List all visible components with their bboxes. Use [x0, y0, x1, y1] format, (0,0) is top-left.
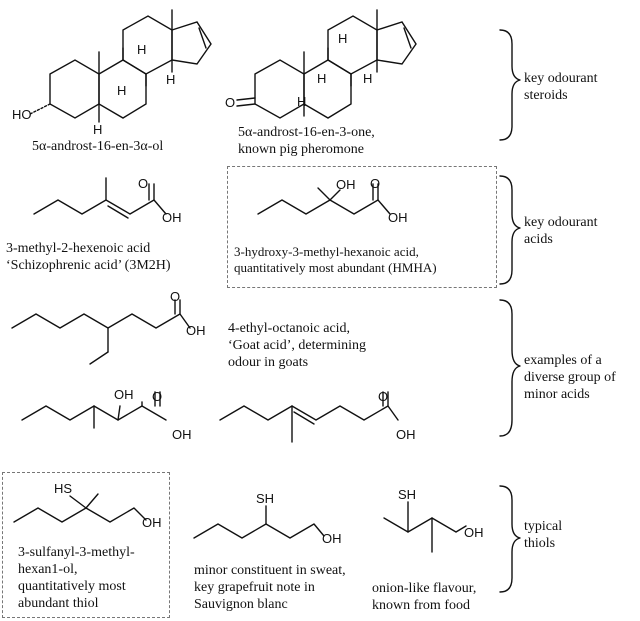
structure-thiol-grapefruit — [193, 505, 325, 539]
structure-hmha — [257, 183, 391, 215]
atom-oh-7: OH — [396, 427, 416, 442]
caption-thiol-onion: onion-like flavour, known from food — [372, 581, 477, 613]
atom-h-1d: H — [166, 72, 176, 87]
group-label-acids: key odourant acids — [524, 215, 598, 247]
atom-oh-10: OH — [464, 525, 484, 540]
atom-ho-1: HO — [12, 107, 32, 122]
atom-hs-8: HS — [54, 481, 73, 496]
atom-o-7: O — [378, 389, 389, 404]
atom-oh-4b: OH — [388, 210, 408, 225]
atom-oh-6a: OH — [114, 387, 134, 402]
caption-ethyl-octanoic: 4-ethyl-octanoic acid, ‘Goat acid’, dete… — [228, 321, 367, 370]
caption-androstenone: 5α-androst-16-en-3-one, known pig pherom… — [238, 125, 375, 157]
atom-oh-5: OH — [186, 323, 206, 338]
atom-h-2d: H — [363, 71, 373, 86]
atom-h-2b: H — [338, 31, 348, 46]
atom-oh-4a: OH — [336, 177, 356, 192]
group-label-thiols: typical thiols — [524, 519, 563, 551]
caption-androstenol: 5α-androst-16-en-3α-ol — [32, 139, 164, 154]
caption-hmha: 3-hydroxy-3-methyl-hexanoic acid, quanti… — [234, 244, 437, 275]
atom-o-4: O — [370, 176, 381, 191]
atom-sh-9: SH — [256, 491, 275, 506]
atom-o-2: O — [225, 95, 236, 110]
group-label-steroids: key odourant steroids — [524, 71, 598, 103]
braces — [499, 29, 521, 593]
atom-h-1b: H — [137, 42, 147, 57]
atom-h-2a: H — [297, 94, 307, 109]
caption-3m2h: 3-methyl-2-hexenoic acid ‘Schizophrenic … — [6, 241, 171, 273]
atom-o-3: O — [138, 176, 149, 191]
atom-oh-6b: OH — [172, 427, 192, 442]
structure-3m2h — [33, 177, 167, 219]
atom-o-6: O — [152, 389, 163, 404]
structure-androstenol — [29, 9, 212, 123]
caption-thiol-grapefruit: minor constituent in sweat, key grapefru… — [194, 563, 346, 612]
caption-smh: 3-sulfanyl-3-methyl- hexan1-ol, quantita… — [18, 545, 135, 611]
atom-h-1c: H — [117, 83, 127, 98]
structure-smh — [13, 493, 147, 523]
structure-ethyl-octanoic — [11, 299, 191, 365]
structure-androstenone — [236, 9, 417, 119]
structure-thiol-onion — [383, 501, 467, 553]
structure-methyl-octenoic — [219, 391, 399, 443]
structure-hydroxy-methyl-acid — [21, 391, 167, 429]
group-label-minor-acids: examples of a diverse group of minor aci… — [524, 353, 616, 402]
atom-h-2c: H — [317, 71, 327, 86]
atom-sh-10: SH — [398, 487, 417, 502]
atom-oh-9: OH — [322, 531, 342, 546]
highlight-box-hmha — [227, 166, 497, 288]
atom-h-1a: H — [93, 122, 103, 137]
highlight-box-smh — [2, 472, 170, 618]
atom-o-5: O — [170, 289, 181, 304]
atom-oh-3: OH — [162, 210, 182, 225]
atom-oh-8: OH — [142, 515, 162, 530]
